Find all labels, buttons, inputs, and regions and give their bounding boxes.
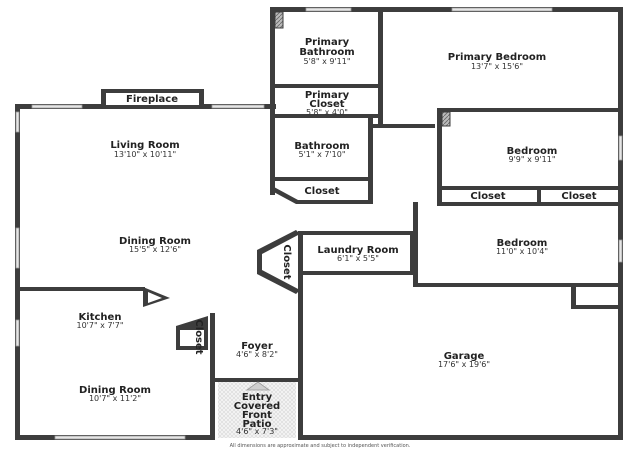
primary-closet-dims: 5'8" x 4'0" [306, 108, 348, 117]
laundry-room-dims: 6'1" x 5'5" [337, 254, 379, 263]
bedroom-closet-left-label: Closet [470, 191, 505, 202]
bedroom-1-dims: 9'9" x 9'11" [508, 155, 555, 164]
bedroom-1-label: Bedroom [507, 146, 558, 157]
kitchen-label: Kitchen [79, 312, 122, 323]
entry-patio-label-3: Front [242, 410, 272, 421]
garage-dims: 17'6" x 19'6" [438, 360, 490, 369]
bedroom-2-label: Bedroom [497, 238, 548, 249]
living-room-dims: 13'10" x 10'11" [114, 150, 176, 159]
primary-bathroom-label: Primary [305, 37, 350, 48]
kitchen-dims: 10'7" x 7'7" [76, 321, 123, 330]
garage-label: Garage [444, 351, 485, 362]
foyer-dims: 4'6" x 8'2" [236, 350, 278, 359]
primary-bedroom-label: Primary Bedroom [448, 52, 546, 63]
walls [15, 7, 623, 440]
primary-bath-fixture [274, 11, 284, 29]
primary-bathroom-dims: 5'8" x 9'11" [303, 57, 350, 66]
primary-bedroom-dims: 13'7" x 15'6" [471, 62, 523, 71]
hall-closet-label: Closet [304, 186, 339, 197]
primary-bathroom-label-2: Bathroom [299, 47, 354, 58]
bedroom-closet-right-label: Closet [561, 191, 596, 202]
entry-patio-label-2: Covered [234, 401, 280, 412]
disclaimer-footer: All dimensions are approximate and subje… [230, 443, 411, 449]
dining-room-2-dims: 10'7" x 11'2" [89, 394, 141, 403]
kitchen-closet-label: Closet [193, 319, 204, 354]
foyer-label: Foyer [241, 341, 273, 352]
bathroom-dims: 5'1" x 7'10" [298, 150, 345, 159]
entry-patio-floor [218, 382, 296, 438]
windows [15, 7, 623, 440]
fireplace-label: Fireplace [126, 94, 178, 105]
bathroom-label: Bathroom [294, 141, 349, 152]
primary-closet-label-2: Closet [309, 99, 344, 110]
bedroom-fixture [441, 111, 451, 127]
entry-patio-dims: 4'6" x 7'3" [236, 427, 278, 436]
angled-closet-label: Closet [281, 244, 292, 279]
entry-arrow-icon [245, 381, 271, 391]
primary-closet-label: Primary [305, 90, 350, 101]
dining-room-2-label: Dining Room [79, 385, 151, 396]
dining-room-1-label: Dining Room [119, 236, 191, 247]
laundry-room-label: Laundry Room [317, 245, 398, 256]
bedroom-2-dims: 11'0" x 10'4" [496, 247, 548, 256]
entry-patio-label-4: Patio [243, 419, 272, 430]
dining-room-1-dims: 15'5" x 12'6" [129, 245, 181, 254]
living-room-label: Living Room [110, 140, 179, 151]
entry-patio-label-1: Entry [242, 392, 273, 403]
